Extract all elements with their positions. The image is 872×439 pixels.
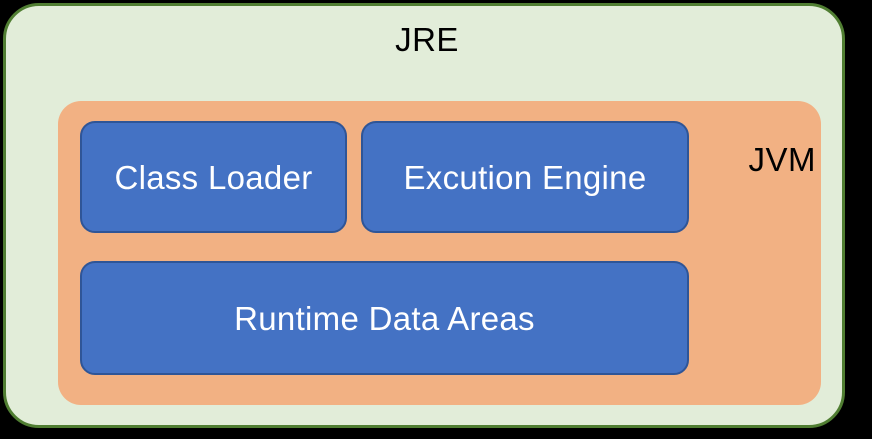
jre-container: JRE Class Loader Excution Engine Runtime… xyxy=(3,3,845,428)
component-runtime-data-areas: Runtime Data Areas xyxy=(80,261,689,375)
component-execution-engine-label: Excution Engine xyxy=(403,158,647,196)
jvm-label: JVM xyxy=(748,141,816,178)
jvm-container: Class Loader Excution Engine Runtime Dat… xyxy=(58,101,821,405)
component-class-loader-label: Class Loader xyxy=(114,158,313,196)
component-runtime-data-areas-label: Runtime Data Areas xyxy=(234,299,535,337)
jre-label: JRE xyxy=(395,21,459,58)
component-execution-engine: Excution Engine xyxy=(361,121,689,233)
component-class-loader: Class Loader xyxy=(80,121,347,233)
